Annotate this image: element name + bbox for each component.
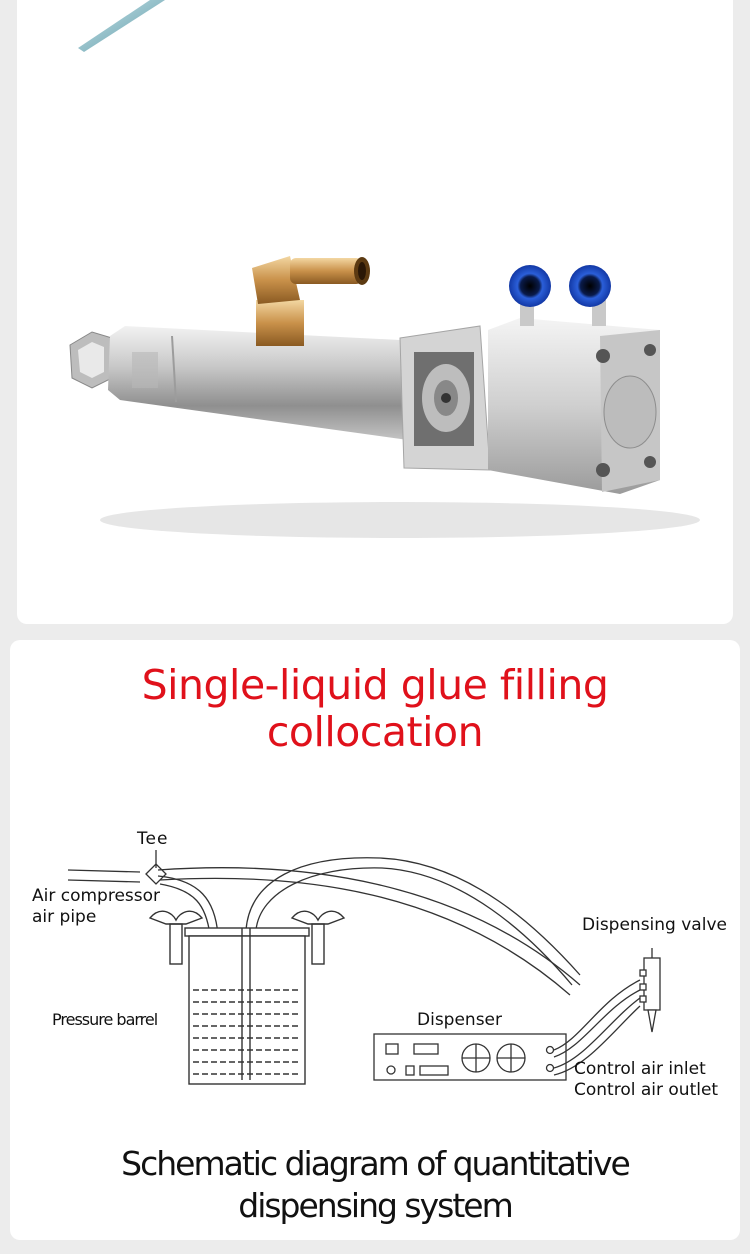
diagram-caption-line-1: Schematic diagram of quantitative (121, 1144, 631, 1183)
coupling-frame (399, 325, 491, 471)
label-air-pipe: air pipe (32, 907, 97, 927)
dispensing-valve-illustration (69, 0, 700, 538)
section-title-line-2: collocation (266, 708, 484, 756)
needle-tip (78, 0, 165, 52)
label-pressure-barrel: Pressure barrel (52, 1010, 158, 1029)
pneumatic-cylinder-block (488, 300, 660, 494)
label-air-compressor: Air compressor (32, 886, 161, 906)
section-title-line-1: Single-liquid glue filling (141, 661, 609, 709)
label-dispenser: Dispenser (417, 1010, 502, 1030)
blue-air-connectors (509, 265, 611, 307)
label-tee: Tee (137, 829, 169, 849)
diagram-caption-line-2: dispensing system (238, 1186, 514, 1225)
label-dispensing-valve: Dispensing valve (582, 915, 727, 935)
hex-nut (69, 331, 113, 389)
valve-body (108, 326, 408, 440)
label-control-air-inlet: Control air inlet (574, 1059, 706, 1079)
label-control-air-outlet: Control air outlet (574, 1080, 719, 1100)
brass-elbow-fitting (252, 256, 370, 346)
